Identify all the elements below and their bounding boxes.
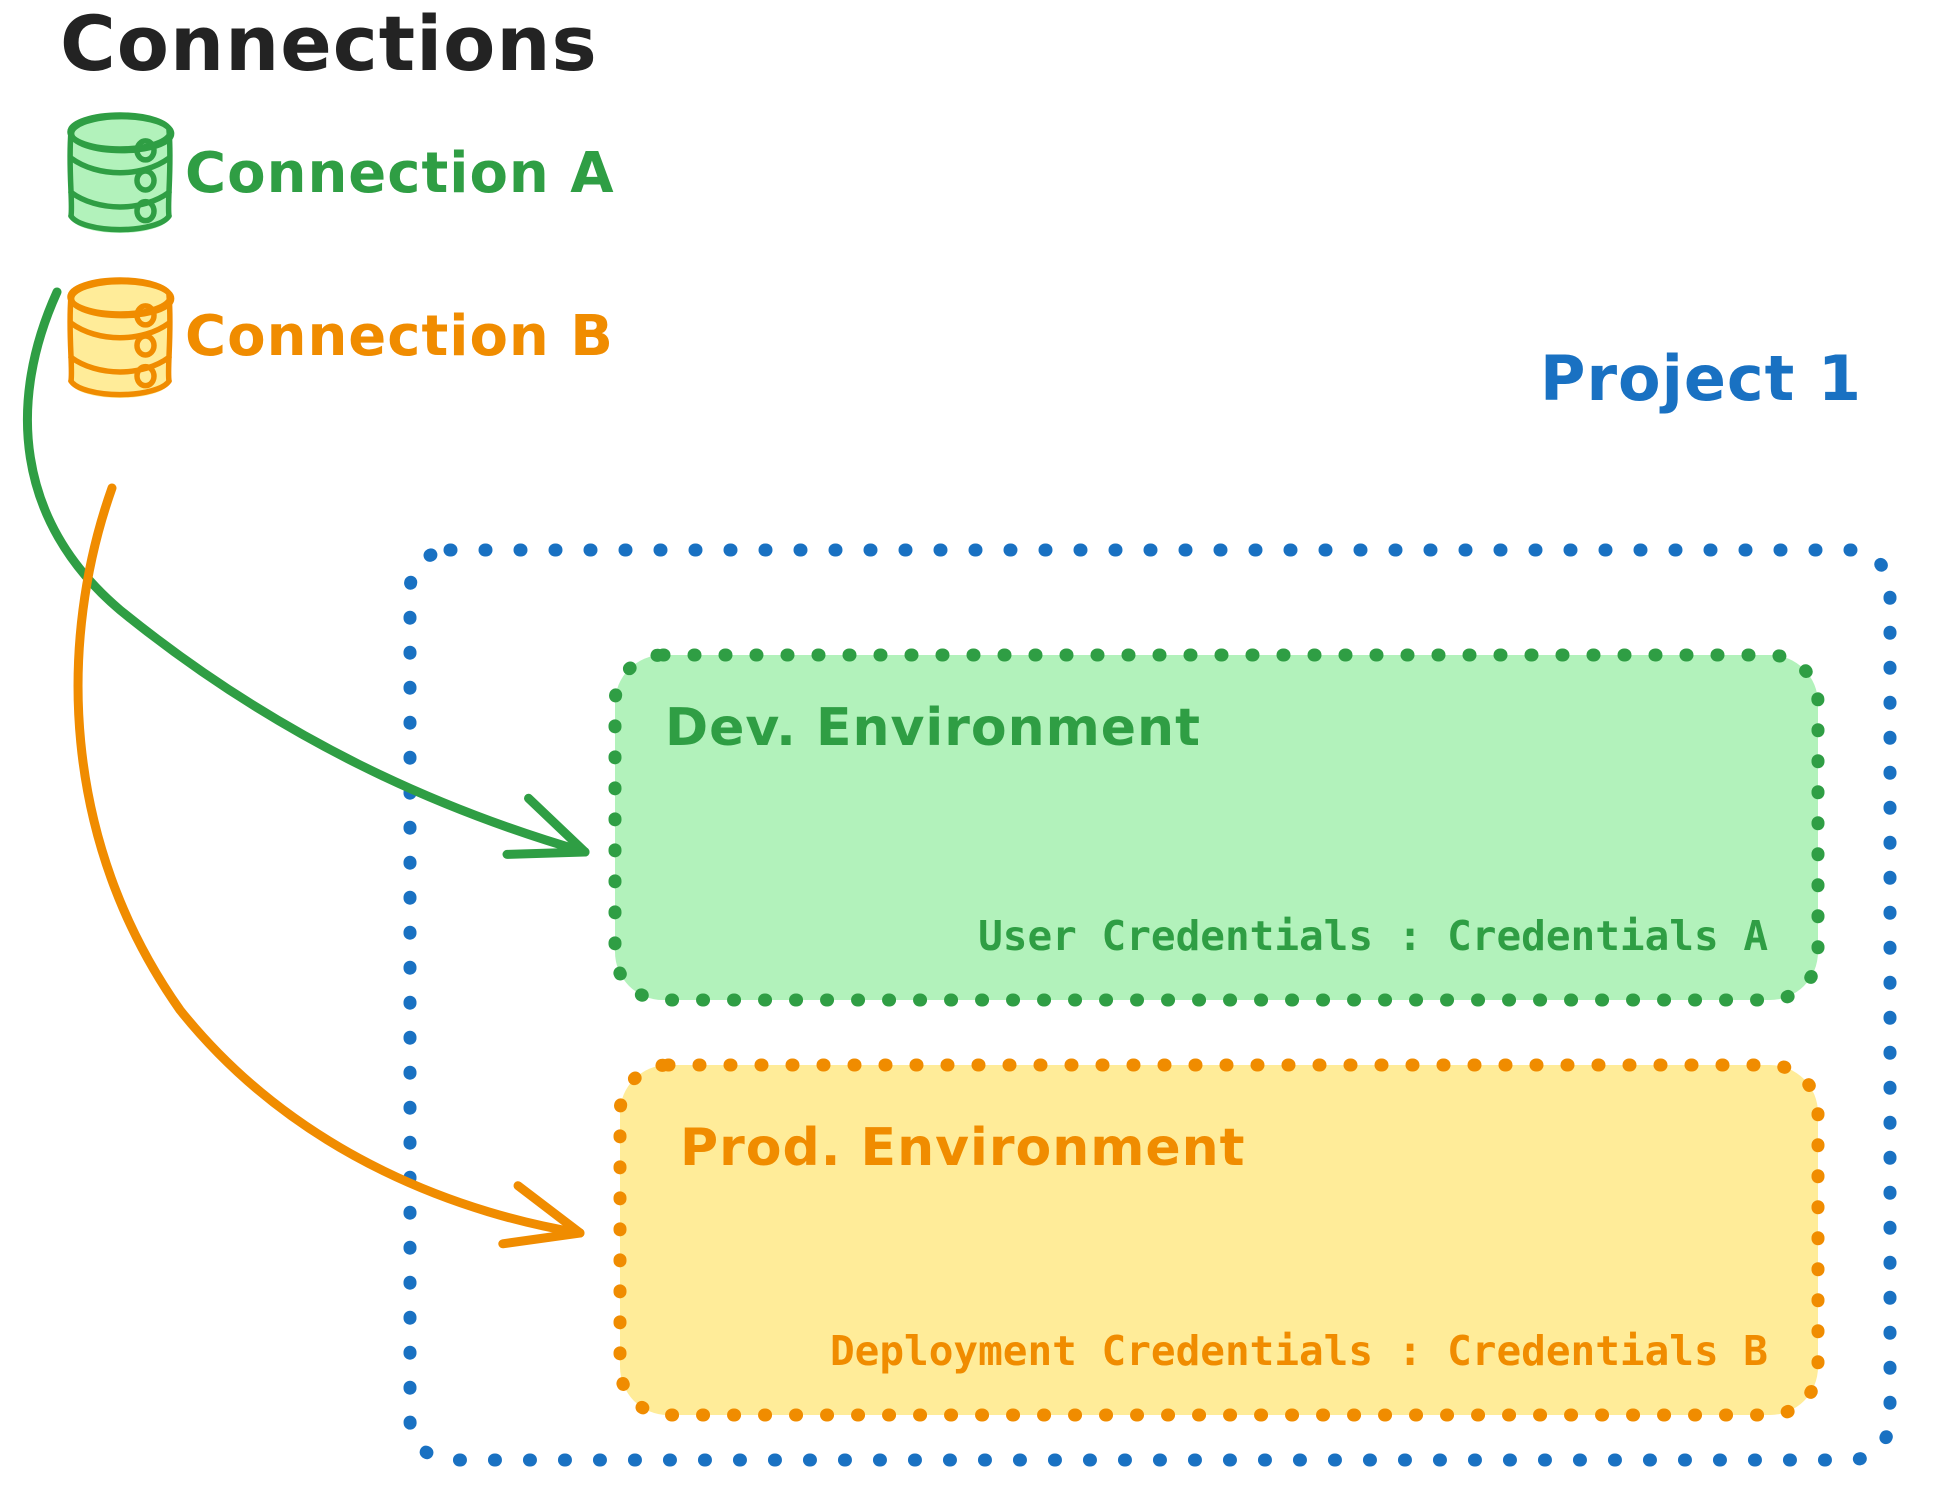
prod-environment-credentials: Deployment Credentials : Credentials B xyxy=(830,1327,1768,1375)
database-bottom-arc xyxy=(68,378,172,398)
arrow-connection-b-to-prod xyxy=(73,483,585,1249)
connection-a-label: Connection A xyxy=(185,141,615,206)
dev-environment-box[interactable] xyxy=(608,648,1825,1007)
database-divider-arc-1 xyxy=(68,155,172,176)
database-divider-arc-1 xyxy=(68,320,172,341)
prod-environment-fill xyxy=(613,1058,1825,1422)
database-left-edge xyxy=(67,293,75,384)
dev-environment-fill xyxy=(608,648,1825,1007)
dev-environment-credentials: User Credentials : Credentials A xyxy=(978,912,1768,960)
database-indicator-1 xyxy=(134,138,157,163)
database-left-edge xyxy=(67,128,75,219)
database-indicator-3 xyxy=(134,198,157,224)
prod-environment-title: Prod. Environment xyxy=(680,1118,1246,1178)
database-bottom-arc xyxy=(68,213,172,233)
connection-b-label: Connection B xyxy=(185,304,614,369)
project-container xyxy=(403,543,1897,1467)
arrowhead-b-upper xyxy=(513,1181,585,1238)
arrow-curve-a xyxy=(22,287,590,857)
database-indicator-3 xyxy=(134,363,157,389)
database-icon[interactable] xyxy=(67,277,175,398)
database-indicator-2 xyxy=(134,333,157,358)
database-top-ellipse xyxy=(68,113,175,154)
database-divider-arc-2 xyxy=(68,354,172,375)
arrowhead-a-upper xyxy=(524,793,590,857)
prod-environment-box[interactable] xyxy=(613,1058,1825,1422)
project-dotted-box xyxy=(403,543,1897,1467)
database-divider-arc-2 xyxy=(68,189,172,210)
dev-environment-title: Dev. Environment xyxy=(665,698,1201,758)
arrowhead-a-lower xyxy=(502,847,590,859)
database-icon[interactable] xyxy=(67,112,175,233)
page-title: Connections xyxy=(60,0,598,88)
database-indicator-2 xyxy=(134,168,157,193)
arrow-curve-b xyxy=(73,483,585,1238)
arrowhead-b-lower xyxy=(498,1228,585,1249)
database-top-ellipse xyxy=(68,278,175,319)
project-title: Project 1 xyxy=(1540,342,1862,415)
database-indicator-1 xyxy=(134,303,157,328)
arrow-connection-a-to-dev xyxy=(22,287,590,859)
